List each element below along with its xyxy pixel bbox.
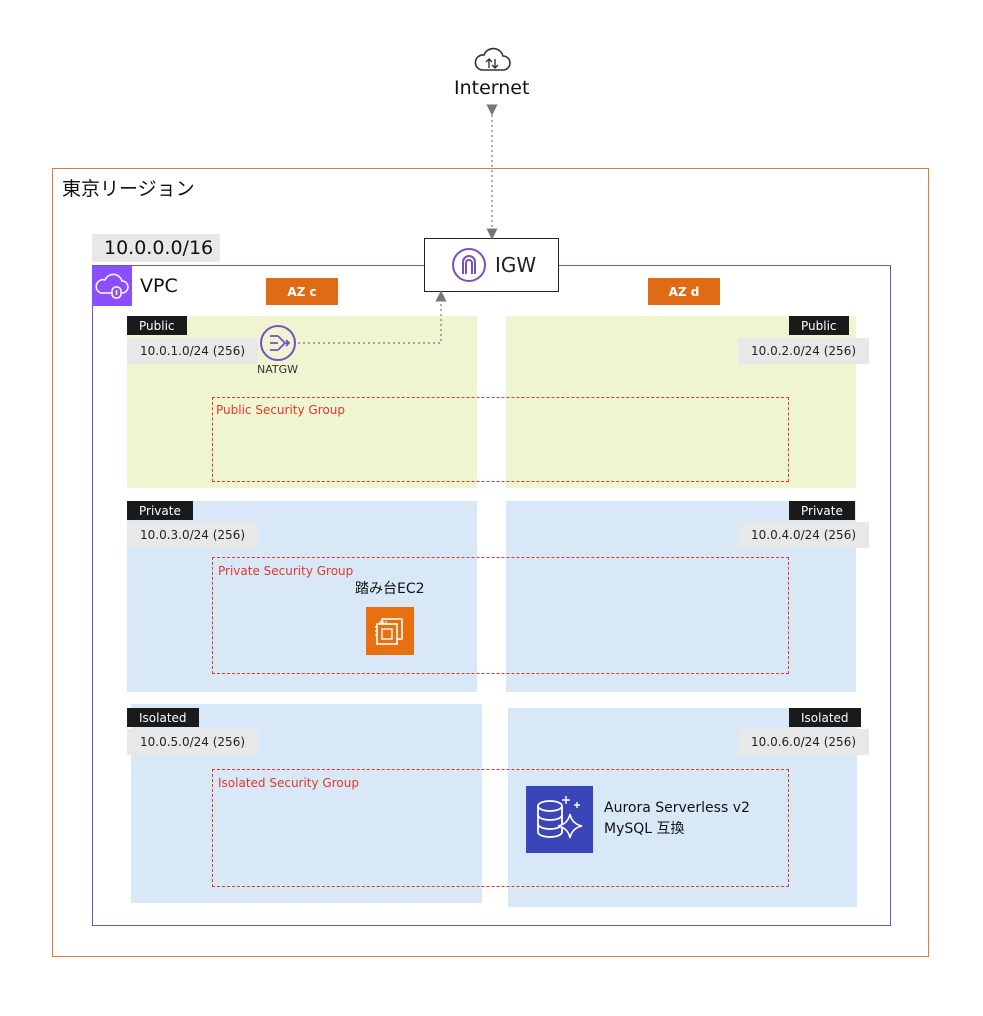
region-label: 東京リージョン — [62, 178, 195, 200]
isolated-subnet-d-tag: Isolated — [789, 708, 861, 727]
isolated-security-group-label: Isolated Security Group — [218, 776, 359, 790]
az-c-label: AZ c — [266, 278, 338, 305]
aurora-label-line1: Aurora Serverless v2 — [604, 800, 750, 816]
public-subnet-d-cidr: 10.0.2.0/24 (256) — [738, 338, 870, 364]
isolated-subnet-d-cidr: 10.0.6.0/24 (256) — [738, 729, 870, 755]
natgw-label: NATGW — [257, 363, 299, 376]
vpc-icon — [92, 266, 132, 306]
public-security-group-label: Public Security Group — [216, 403, 345, 417]
private-subnet-d-cidr: 10.0.4.0/24 (256) — [738, 522, 870, 548]
nat-gateway-icon — [260, 325, 296, 361]
aurora-label: Aurora Serverless v2 MySQL 互換 — [604, 798, 750, 840]
private-security-group — [212, 557, 789, 674]
private-subnet-c-tag: Private — [127, 501, 193, 520]
ec2-label: 踏み台EC2 — [355, 581, 425, 597]
aurora-icon — [526, 786, 593, 853]
public-subnet-c-tag: Public — [127, 316, 187, 335]
isolated-security-group — [212, 769, 789, 887]
aurora-label-line2: MySQL 互換 — [604, 821, 685, 837]
igw-label: IGW — [495, 253, 537, 277]
isolated-subnet-c-tag: Isolated — [127, 708, 199, 727]
internet-label: Internet — [454, 77, 530, 99]
private-subnet-c-cidr: 10.0.3.0/24 (256) — [127, 522, 259, 548]
internet-gateway: IGW — [424, 238, 559, 292]
internet-gateway-icon — [452, 248, 486, 282]
public-subnet-d-tag: Public — [789, 316, 849, 335]
ec2-instance-icon — [366, 607, 414, 655]
vpc-cidr: 10.0.0.0/16 — [92, 234, 220, 262]
private-security-group-label: Private Security Group — [218, 564, 354, 578]
isolated-subnet-c-cidr: 10.0.5.0/24 (256) — [127, 729, 259, 755]
public-security-group — [212, 397, 789, 482]
private-subnet-d-tag: Private — [789, 501, 855, 520]
public-subnet-c-cidr: 10.0.1.0/24 (256) — [127, 338, 259, 364]
cloud-icon — [474, 47, 511, 71]
vpc-label: VPC — [140, 275, 178, 297]
az-d-label: AZ d — [648, 278, 720, 305]
